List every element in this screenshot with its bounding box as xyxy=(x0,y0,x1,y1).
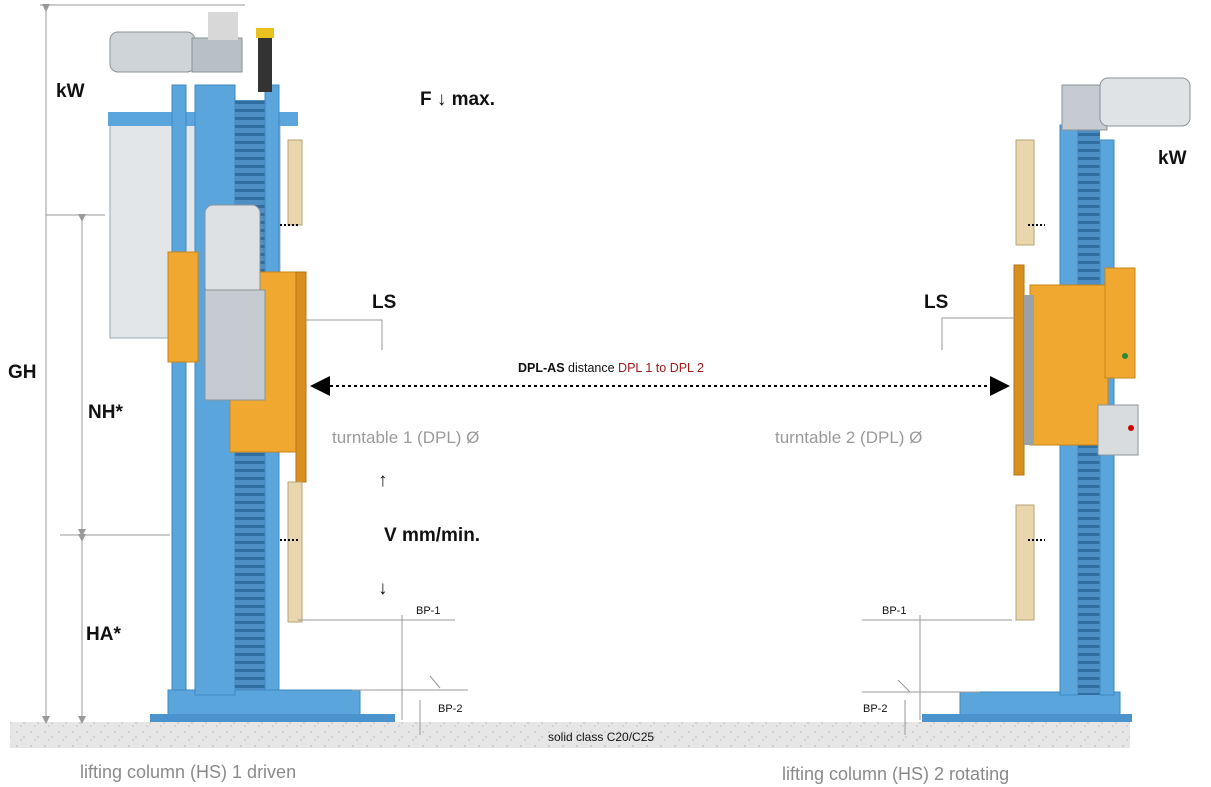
dpl-as-red: DPL 1 to DPL 2 xyxy=(618,361,704,375)
dpl-as-mid: distance xyxy=(565,361,619,375)
bp2-right-label: BP-2 xyxy=(863,703,887,715)
bp2-left-label: BP-2 xyxy=(438,703,462,715)
turntable-2-label: turntable 2 (DPL) Ø xyxy=(775,428,922,447)
dimension-lines xyxy=(40,4,1014,735)
turntable-1-label: turntable 1 (DPL) Ø xyxy=(332,428,479,447)
lifting-column-1 xyxy=(108,12,395,722)
bp1-right-label: BP-1 xyxy=(882,605,906,617)
ls-left-label: LS xyxy=(372,292,396,313)
kw-left-label: kW xyxy=(56,81,85,102)
nh-label: NH* xyxy=(88,402,123,423)
floor xyxy=(10,722,1130,748)
speed-up-arrow: ↑ xyxy=(378,470,388,491)
force-label: F ↓ max. xyxy=(420,89,495,110)
gh-label: GH xyxy=(8,362,37,383)
ls-right-label: LS xyxy=(924,292,948,313)
caption-left: lifting column (HS) 1 driven xyxy=(80,762,296,782)
kw-right-label: kW xyxy=(1158,148,1187,169)
speed-down-arrow: ↓ xyxy=(378,578,388,599)
caption-right: lifting column (HS) 2 rotating xyxy=(782,764,1009,784)
floor-label: solid class C20/C25 xyxy=(548,730,654,744)
lifting-column-2 xyxy=(922,77,1191,722)
dpl-as-bold: DPL-AS xyxy=(518,361,565,375)
speed-label: V mm/min. xyxy=(384,525,480,546)
ha-label: HA* xyxy=(86,624,121,645)
dpl-as-label: DPL-AS distance DPL 1 to DPL 2 xyxy=(518,361,704,375)
bp1-left-label: BP-1 xyxy=(416,605,440,617)
